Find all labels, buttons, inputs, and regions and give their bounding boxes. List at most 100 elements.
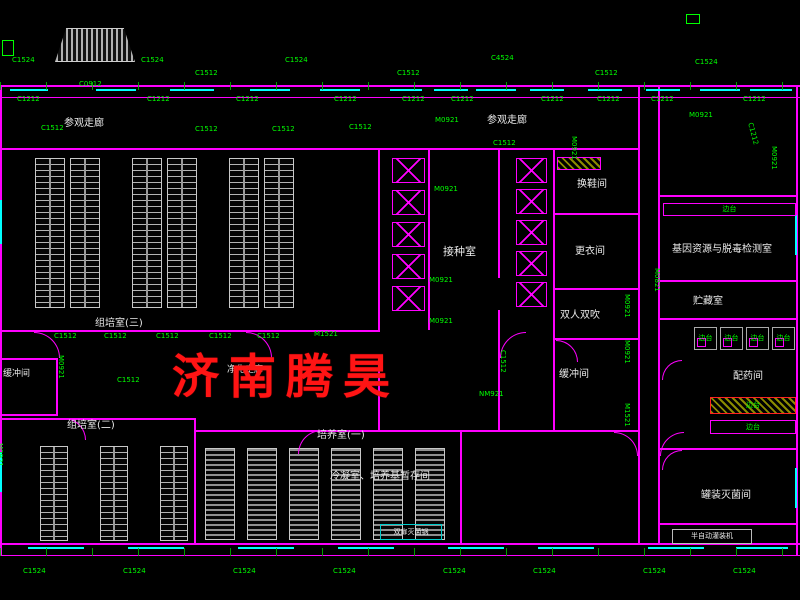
dimension-ticks — [0, 82, 800, 90]
dim-label: C1524 — [733, 567, 756, 575]
bench-label: 边台 — [746, 422, 760, 431]
door-arc — [662, 360, 682, 380]
wall-segment — [0, 330, 380, 332]
wall-segment — [660, 448, 798, 450]
marker-rect — [686, 14, 700, 24]
dim-label: C1512 — [595, 69, 618, 77]
bench-box: 边台 — [720, 327, 743, 350]
dim-label: C1524 — [23, 567, 46, 575]
dim-label: C1212 — [743, 95, 766, 103]
bench-box — [557, 157, 601, 170]
room-label: 更衣间 — [575, 246, 605, 257]
wall-segment — [660, 318, 798, 320]
bench-label: 半自动灌装机 — [691, 532, 733, 540]
dim-label: C1524 — [285, 56, 308, 64]
room-label: 接种室 — [443, 245, 476, 258]
dim-label: M0921 — [57, 355, 65, 379]
dim-label: C1524 — [695, 58, 718, 66]
wall-segment — [194, 418, 196, 432]
window-segment — [476, 89, 516, 91]
dim-label: C1212 — [402, 95, 425, 103]
wall-segment — [378, 148, 380, 332]
room-label: 组培室(三) — [95, 318, 143, 329]
wall-segment — [660, 195, 798, 197]
dim-label: C1524 — [443, 567, 466, 575]
bench-marker — [723, 338, 732, 347]
dim-label: M1521 — [623, 403, 631, 427]
dim-label: C1212 — [451, 95, 474, 103]
wall-segment — [660, 280, 798, 282]
wall-segment — [194, 432, 196, 544]
dim-label: C1512 — [257, 332, 280, 340]
door-arc — [614, 432, 638, 456]
bench-box: 边台 — [663, 203, 796, 216]
bench-label: 边台 — [750, 334, 765, 342]
dim-label: C1212 — [236, 95, 259, 103]
dim-label: C1524 — [233, 567, 256, 575]
door-arc — [556, 340, 578, 362]
dim-label: M0921 — [435, 116, 459, 124]
wall-segment — [638, 85, 640, 545]
dim-label: M1521 — [314, 330, 338, 338]
dim-label: M0921 — [434, 185, 458, 193]
dim-label: C1524 — [123, 567, 146, 575]
wall-segment — [0, 418, 196, 420]
equipment-box — [516, 282, 547, 307]
shelf-rack — [132, 158, 162, 308]
window-segment — [530, 89, 564, 91]
shelf-rack — [264, 158, 294, 308]
shelf-rack — [40, 446, 68, 541]
dim-label: C1512 — [349, 123, 372, 131]
window-segment — [250, 89, 290, 91]
dim-label: M0921 — [429, 317, 453, 325]
room-label: 参观走廊 — [487, 115, 527, 126]
room-label: 贮藏室 — [693, 296, 723, 307]
wall-segment — [194, 430, 640, 432]
dim-label: C1512 — [209, 332, 232, 340]
watermark-text: 济南腾昊 — [172, 350, 400, 405]
bench-marker — [697, 338, 706, 347]
wall-segment — [553, 213, 640, 215]
dim-label: C1512 — [272, 125, 295, 133]
wall-segment — [428, 148, 430, 330]
wall-segment — [796, 85, 798, 555]
room-label: 培养室(一) — [317, 430, 365, 441]
dim-label: M0921 — [689, 111, 713, 119]
dim-label: C1512 — [195, 125, 218, 133]
bench-box: 半自动灌装机 — [672, 529, 752, 544]
window-segment — [170, 89, 214, 91]
dim-label: NM921 — [479, 390, 504, 398]
equipment-box — [516, 251, 547, 276]
dim-label: C1212 — [334, 95, 357, 103]
dim-label: C1212 — [597, 95, 620, 103]
equipment-box — [516, 220, 547, 245]
dim-label: M0921 — [0, 443, 4, 467]
shelf-rack — [160, 446, 188, 541]
window-segment — [96, 89, 136, 91]
dim-label: M0921 — [770, 146, 778, 170]
window-segment — [390, 89, 422, 91]
dim-label: C4524 — [491, 54, 514, 62]
wall-segment — [553, 288, 640, 290]
window-segment — [588, 89, 622, 91]
window-segment — [750, 89, 792, 91]
room-label: 组培室(二) — [67, 420, 115, 431]
room-label: 罐装灭菌间 — [701, 490, 751, 501]
shelf-rack — [100, 446, 128, 541]
shelf-rack — [35, 158, 65, 308]
dim-label: C1212 — [746, 121, 760, 146]
window-segment — [0, 452, 2, 492]
dim-label: C1512 — [499, 350, 507, 373]
equipment-box — [392, 158, 425, 183]
equipment-box — [392, 254, 425, 279]
wall-segment — [378, 360, 380, 432]
dim-label: C1212 — [147, 95, 170, 103]
room-label: 基因资源与脱毒检测室 — [672, 244, 772, 255]
room-label: 换鞋间 — [577, 179, 607, 190]
shelf-rack — [289, 448, 319, 540]
room-label: 冷凝室、培养基暂存间 — [330, 471, 430, 482]
dim-label: C1212 — [541, 95, 564, 103]
room-label: 参观走廊 — [64, 118, 104, 129]
wall-segment — [0, 543, 800, 545]
